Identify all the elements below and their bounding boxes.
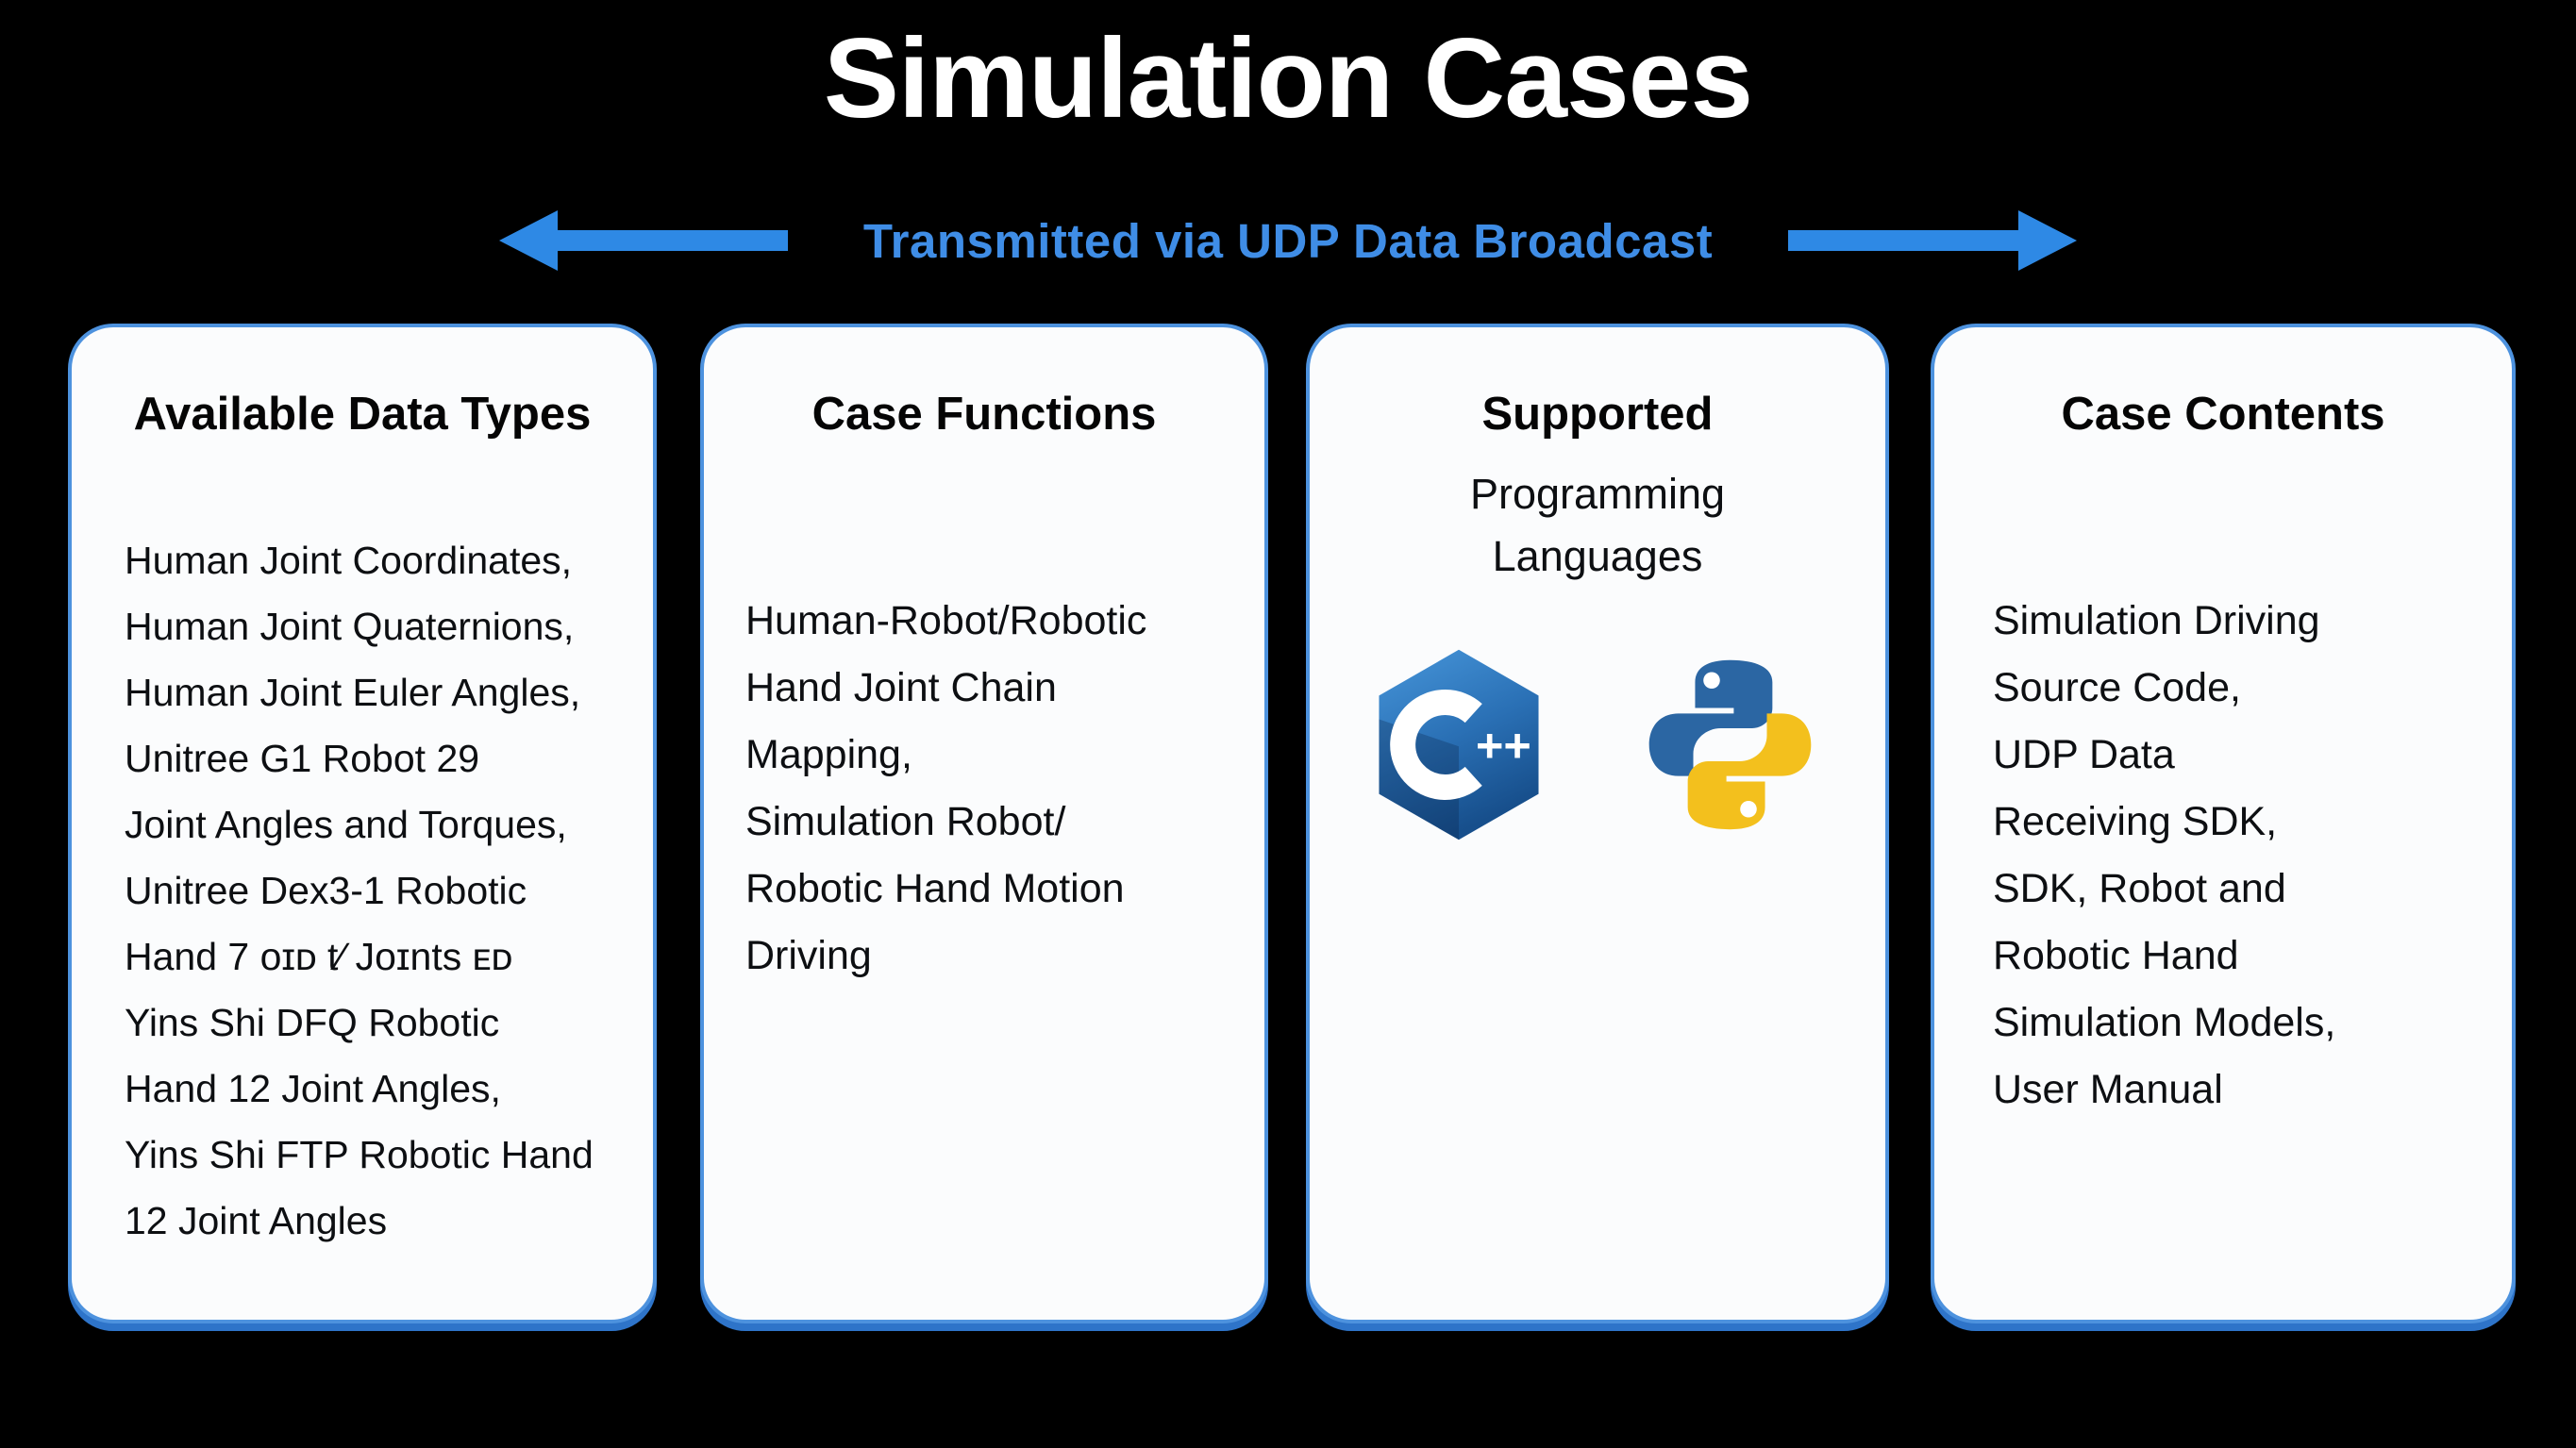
- text-line: Simulation Driving: [1993, 598, 2320, 643]
- language-logos: ++: [1310, 648, 1885, 841]
- text-line: Hand 12 Joint Angles,: [125, 1067, 501, 1110]
- text-line: Robotic Hand: [1993, 933, 2239, 978]
- text-line: Languages: [1492, 532, 1703, 580]
- text-line: Human Joint Quaternions,: [125, 605, 575, 648]
- subtitle-row: Transmitted via UDP Data Broadcast: [0, 189, 2576, 292]
- card-title: Case Functions: [811, 389, 1157, 440]
- text-line: Robotic Hand Motion: [745, 866, 1125, 911]
- arrow-left-icon: [498, 210, 788, 271]
- text-line: Yins Shi FTP Robotic Hand: [125, 1133, 594, 1176]
- text-line: Driving: [745, 933, 872, 978]
- text-line: Unitree Dex3-1 Robotic: [125, 869, 527, 912]
- text-line: Simulation Models,: [1993, 1000, 2336, 1045]
- text-line: Receiving SDK,: [1993, 799, 2278, 844]
- text-line: Human Joint Euler Angles,: [125, 671, 581, 714]
- cpp-logo-icon: ++: [1378, 649, 1539, 841]
- card-title: Case Contents: [2061, 389, 2385, 440]
- card-available-data-types: Available Data Types Human Joint Coordin…: [68, 324, 657, 1323]
- text-line: Source Code,: [1993, 665, 2241, 710]
- text-line: Unitree G1 Robot 29: [125, 737, 480, 780]
- text-line: 12 Joint Angles: [125, 1199, 388, 1242]
- text-line: Human-Robot/Robotic: [745, 598, 1147, 643]
- text-line: Yins Shi DFQ Robotic: [125, 1001, 500, 1044]
- text-line: Human Joint Coordinates,: [125, 539, 573, 582]
- cpp-plus-text: ++: [1475, 718, 1531, 772]
- text-line: UDP Data: [1993, 732, 2175, 777]
- text-line: Mapping,: [745, 732, 912, 777]
- page-title: Simulation Cases: [823, 15, 1753, 141]
- page-subtitle: Transmitted via UDP Data Broadcast: [862, 213, 1714, 268]
- text-line: Programming: [1469, 470, 1726, 518]
- text-line: Simulation Robot/: [745, 799, 1066, 844]
- card-body-list: Human Joint Coordinates, Human Joint Quat…: [72, 527, 653, 1254]
- text-line: SDK, Robot and: [1993, 866, 2286, 911]
- text-line: Hand Joint Chain: [745, 665, 1057, 710]
- arrow-right-icon: [1788, 210, 2078, 271]
- python-logo-icon: [1648, 659, 1811, 830]
- text-line: Hand 7 ᴏɪᴅ t⁄ Joɪnts ᴇᴅ: [125, 935, 513, 978]
- text-line: Joint Angles and Torques,: [125, 803, 567, 846]
- card-title: Supported: [1481, 389, 1714, 440]
- text-line: User Manual: [1993, 1067, 2223, 1112]
- card-title: Available Data Types: [133, 389, 592, 440]
